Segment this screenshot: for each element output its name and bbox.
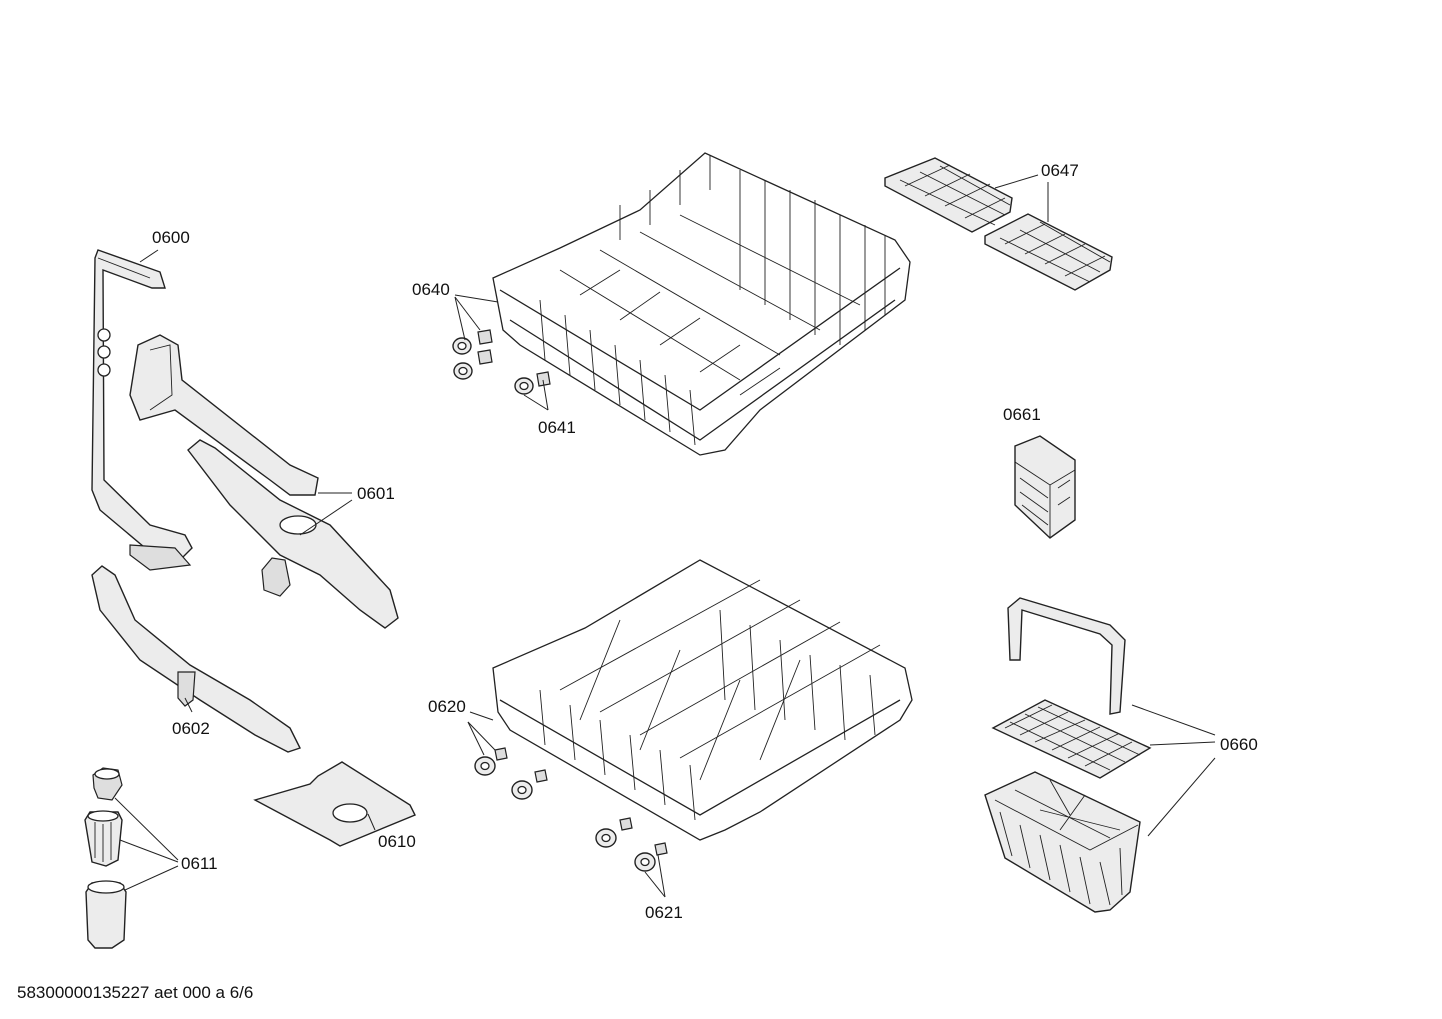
label-0611: 0611 xyxy=(181,854,218,873)
label-0610: 0610 xyxy=(378,832,416,851)
label-0620: 0620 xyxy=(428,697,466,716)
part-0640-upper-basket xyxy=(492,152,911,456)
part-0647-cup-racks xyxy=(884,157,1113,291)
label-0621: 0621 xyxy=(645,903,683,922)
label-0661: 0661 xyxy=(1003,405,1041,424)
part-0661-cutlery-basket xyxy=(1014,435,1076,539)
label-0660: 0660 xyxy=(1220,735,1258,754)
label-0600: 0600 xyxy=(152,228,190,247)
document-id-footer: 58300000135227 aet 000 a 6/6 xyxy=(17,983,253,1002)
part-0660-cutlery-basket-set xyxy=(984,597,1152,913)
label-0641: 0641 xyxy=(538,418,576,437)
part-0601-upper-spray-arm xyxy=(129,334,399,629)
part-0620-0621-wheels xyxy=(474,747,668,872)
part-0611-filter-set xyxy=(84,767,127,949)
part-0620-lower-basket xyxy=(492,559,913,841)
part-0610-cover-plate xyxy=(253,761,416,847)
label-0601: 0601 xyxy=(357,484,395,503)
part-0602-lower-spray-arm xyxy=(91,565,301,753)
part-0600-supply-pipe xyxy=(91,249,193,571)
leader-lines xyxy=(114,174,1216,898)
label-0602: 0602 xyxy=(172,719,210,738)
label-0640: 0640 xyxy=(412,280,450,299)
label-0647: 0647 xyxy=(1041,161,1079,180)
part-0640-0641-wheels xyxy=(452,329,551,395)
